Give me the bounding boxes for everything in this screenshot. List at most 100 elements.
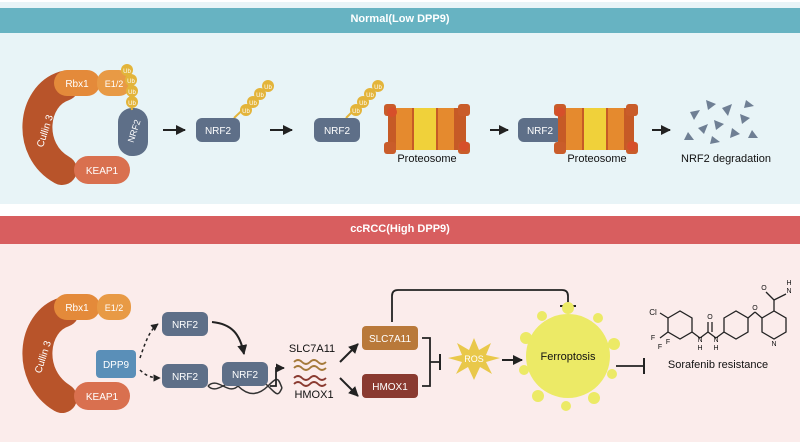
e12-label: E1/2	[105, 79, 124, 89]
top-panel-title: Normal(Low DPP9)	[350, 13, 450, 25]
proteasome-2: NRF2 Proteosome	[518, 104, 638, 165]
proteosome-label: Proteosome	[567, 153, 626, 165]
ros-burst-icon	[448, 338, 500, 380]
e12-label: E1/2	[105, 303, 124, 313]
ub-icon	[350, 104, 362, 116]
nrf2-upper-box	[162, 312, 208, 336]
ub-label: Ub	[128, 90, 136, 96]
slc7a11-protein-box	[362, 326, 418, 350]
mrna-wave	[293, 381, 327, 387]
atom-cl: Cl	[649, 308, 657, 317]
ub-icon	[126, 85, 138, 97]
rbx1-label: Rbx1	[65, 303, 89, 314]
hmox1-protein-label: HMOX1	[372, 382, 408, 393]
rbx1-label: Rbx1	[65, 79, 89, 90]
atom-o-urea: O	[707, 314, 713, 321]
mrna-wave	[293, 365, 327, 371]
atom-o-amide: O	[761, 285, 767, 292]
top-panel-header	[0, 8, 800, 33]
atom-n2: N	[713, 337, 718, 344]
bottom-panel-header	[0, 216, 800, 244]
nrf2-box	[196, 118, 240, 142]
ub-label: Ub	[256, 93, 264, 99]
atom-n-pyridine: N	[771, 341, 776, 348]
proteasome-1: Proteosome	[384, 104, 470, 165]
dpp9-box	[96, 350, 136, 378]
mrna-wave	[293, 375, 327, 381]
arrow-to-slc7a11	[339, 343, 359, 363]
slc7a11-protein-label: SLC7A11	[369, 334, 412, 345]
sorafenib-structure	[659, 291, 787, 340]
ub-label: Ub	[128, 101, 136, 107]
ub-icon	[372, 80, 384, 92]
ub-label: Ub	[359, 101, 367, 107]
top-ubiquitin-ligase-complex: Cullin 3 Rbx1 E1/2 KEAP1 NRF2	[22, 70, 148, 185]
atom-o-ether: O	[752, 305, 758, 312]
ub-icon	[254, 88, 266, 100]
cullin3-arc	[22, 71, 79, 185]
ub-icon	[247, 96, 259, 108]
ub-icon	[364, 88, 376, 100]
transcription-arrow	[270, 363, 285, 387]
nrf2-upper-label: NRF2	[172, 320, 199, 331]
atom-f2: F	[658, 344, 662, 351]
ubiquitinated-nrf2: Ub Ub Ub Ub NRF2	[196, 80, 274, 142]
ferroptosis-cell	[519, 302, 620, 411]
ub-label: Ub	[352, 109, 360, 115]
atom-h-amide: H	[786, 280, 791, 287]
ub-icon	[262, 80, 274, 92]
inhibition-bracket-ros	[422, 337, 440, 387]
proteosome-label: Proteosome	[397, 153, 456, 165]
rbx1-box	[54, 294, 100, 320]
nrf2-nuclear-box	[222, 362, 268, 386]
ub-label: Ub	[127, 79, 135, 85]
nrf2-label: NRF2	[324, 126, 351, 137]
mrna-wave	[293, 359, 327, 365]
nrf2-nuclear-label: NRF2	[232, 370, 259, 381]
bottom-panel-title: ccRCC(High DPP9)	[350, 223, 450, 235]
e12-box	[97, 294, 131, 320]
keap1-box	[74, 156, 130, 184]
ub-label: Ub	[249, 101, 257, 107]
ub-label: Ub	[123, 69, 131, 75]
ub-label: Ub	[366, 93, 374, 99]
hmox1-protein-box	[362, 374, 418, 398]
nrf2-bound-box	[118, 108, 148, 156]
ub-icon	[121, 64, 133, 76]
ub-label: Ub	[264, 85, 272, 91]
arrow-nrf2-to-nucleus	[211, 321, 248, 355]
sorafenib-resistance-label: Sorafenib resistance	[668, 359, 768, 371]
nrf2-lower-box	[162, 364, 208, 388]
nrf2-label: NRF2	[205, 126, 232, 137]
gene-slc7a11-label: SLC7A11	[289, 343, 335, 355]
atom-h2: H	[713, 345, 718, 352]
ub-label: Ub	[242, 109, 250, 115]
atom-f1: F	[651, 335, 655, 342]
atom-f3: F	[666, 339, 670, 346]
dashed-arrow-up	[139, 323, 159, 359]
keap1-box	[74, 382, 130, 410]
atom-h1: H	[697, 345, 702, 352]
dpp9-label: DPP9	[103, 360, 130, 371]
rbx1-box	[54, 70, 100, 96]
nrf2-box	[314, 118, 360, 142]
ub-icon	[125, 74, 137, 86]
ub-icon	[357, 96, 369, 108]
gene-hmox1-label: HMOX1	[294, 389, 333, 401]
ub-icon	[126, 96, 138, 108]
degradation-label: NRF2 degradation	[681, 153, 771, 165]
keap1-label: KEAP1	[86, 166, 119, 177]
nrf2-label: NRF2	[527, 126, 554, 137]
ub-label: Ub	[374, 85, 382, 91]
cullin3-arc	[22, 297, 79, 413]
ferroptosis-label: Ferroptosis	[540, 351, 596, 363]
nrf2-lower-label: NRF2	[172, 372, 199, 383]
arrow-to-hmox1	[339, 377, 359, 397]
keap1-label: KEAP1	[86, 392, 119, 403]
ros-label: ROS	[464, 354, 484, 364]
nrf2-approaching-proteasome: Ub Ub Ub Ub NRF2	[314, 80, 384, 142]
atom-n-amide: N	[786, 288, 791, 295]
e12-box	[97, 70, 131, 96]
ub-icon	[240, 104, 252, 116]
